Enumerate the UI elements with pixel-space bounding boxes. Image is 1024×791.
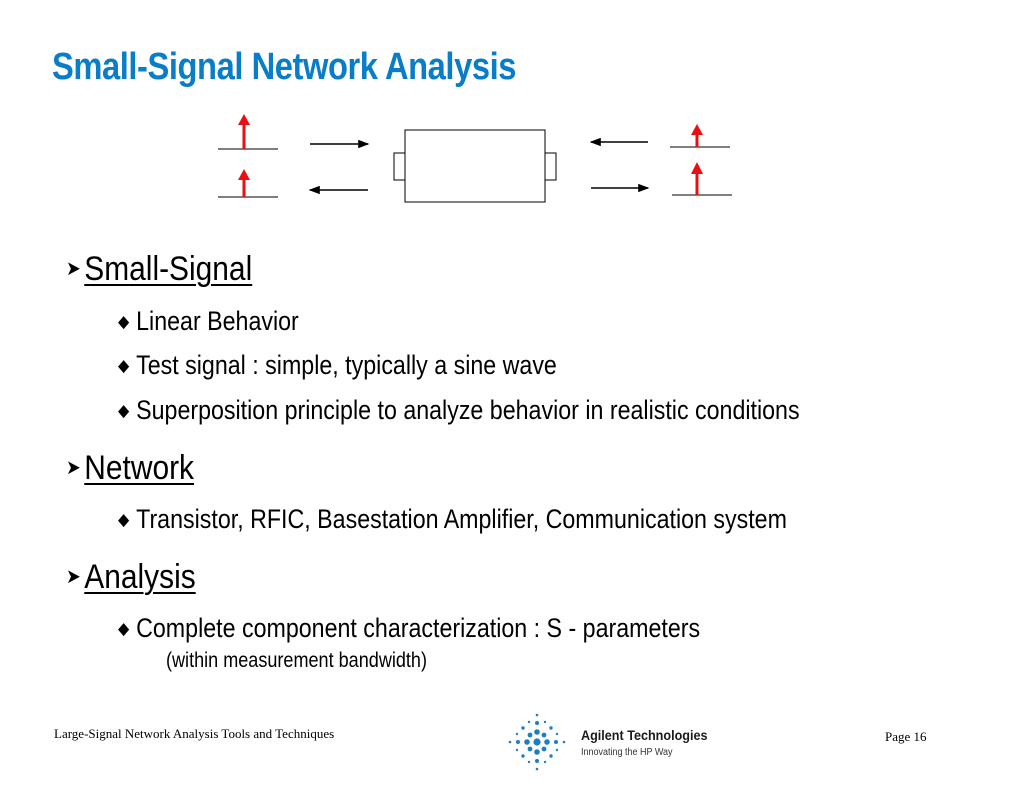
agilent-spark-logo-icon	[508, 713, 566, 771]
sub-bullet-text: Superposition principle to analyze behav…	[136, 395, 800, 425]
right-port-incident-arrow-lower	[691, 162, 703, 195]
right-port-incident-arrow-upper	[691, 124, 703, 147]
sub-bullet: ◆ Complete component characterization : S…	[118, 613, 700, 644]
sub-bullet: ◆ Transistor, RFIC, Basestation Amplifier…	[118, 504, 787, 535]
bullet-heading: Analysis	[84, 558, 196, 596]
right-connector	[544, 152, 557, 181]
diamond-bullet-icon: ◆	[118, 356, 130, 375]
left-port-incident-arrow-upper	[238, 114, 250, 149]
sub-bullet-text: Transistor, RFIC, Basestation Amplifier,…	[136, 504, 787, 534]
diamond-bullet-icon: ◆	[118, 510, 130, 529]
diamond-bullet-icon: ◆	[118, 312, 130, 331]
sub-bullet: ◆ Test signal : simple, typically a sine …	[118, 350, 557, 381]
logo-tagline: Innovating the HP Way	[581, 747, 673, 758]
bullet-heading: Small-Signal	[84, 250, 253, 288]
footer-presentation-title: Large-Signal Network Analysis Tools and …	[54, 726, 335, 741]
sub-bullet-note: (within measurement bandwidth)	[166, 649, 427, 672]
bullet-arrow-icon: ➤	[66, 566, 81, 588]
bullet-small-signal: ➤Small-Signal	[66, 250, 252, 289]
slide-title: Small-Signal Network Analysis	[52, 46, 516, 88]
bullet-network: ➤Network	[66, 449, 194, 488]
sub-bullet: ◆ Linear Behavior	[118, 306, 299, 337]
two-port-network-diagram	[218, 114, 732, 203]
left-port-incident-arrow-lower	[238, 169, 250, 197]
logo-company-name: Agilent Technologies	[581, 727, 708, 743]
sub-bullet-text: Complete component characterization : S …	[136, 613, 701, 643]
left-connector	[393, 152, 406, 181]
page-number: Page 16	[885, 729, 927, 744]
sub-bullet-text: Linear Behavior	[136, 306, 299, 336]
bullet-heading: Network	[84, 449, 195, 487]
bullet-arrow-icon: ➤	[66, 457, 81, 479]
sub-bullet: ◆ Superposition principle to analyze beha…	[118, 395, 800, 426]
diamond-bullet-icon: ◆	[118, 619, 130, 638]
bullet-analysis: ➤Analysis	[66, 558, 196, 597]
network-box	[404, 129, 546, 203]
bullet-arrow-icon: ➤	[66, 258, 81, 280]
diamond-bullet-icon: ◆	[118, 401, 130, 420]
sub-bullet-text: Test signal : simple, typically a sine w…	[136, 350, 557, 380]
